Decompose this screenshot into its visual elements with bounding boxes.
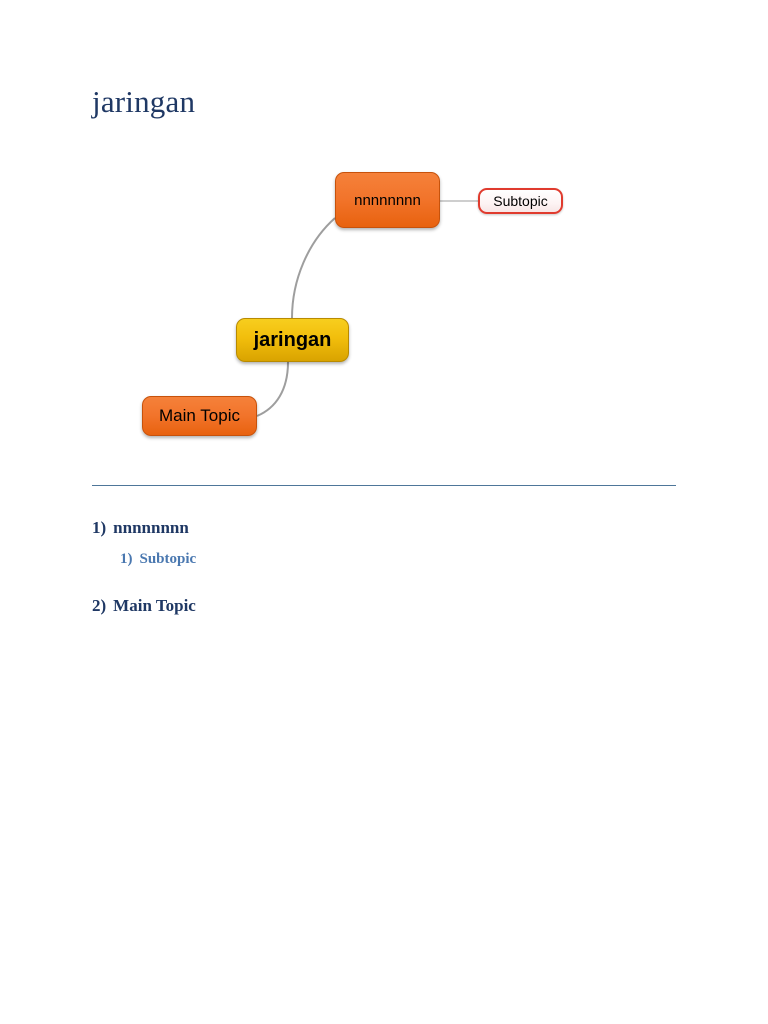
connector-jaringan-to-nnn	[291, 217, 336, 319]
horizontal-divider	[92, 485, 676, 486]
connector-jaringan-to-main-topic	[256, 361, 289, 417]
outline-item-subtopic: 1) Subtopic	[120, 551, 682, 568]
mindmap-node-main-topic[interactable]: Main Topic	[142, 396, 257, 436]
mindmap-node-jaringan-central[interactable]: jaringan	[236, 318, 349, 362]
mindmap-node-label: Main Topic	[159, 406, 240, 425]
outline-label: Subtopic	[139, 551, 197, 567]
outline-label: nnnnnnnn	[113, 518, 189, 537]
mindmap-node-nnnnnnnn[interactable]: nnnnnnnn	[335, 172, 440, 228]
outline-item-nnnnnnnn: 1) nnnnnnnn	[92, 518, 682, 538]
mindmap-connectors	[256, 200, 478, 417]
outline-label: Main Topic	[113, 596, 196, 615]
mindmap-node-label: jaringan	[253, 328, 332, 351]
page-title: jaringan	[92, 84, 196, 119]
outline-marker: 1)	[120, 551, 133, 567]
mindmap-diagram: nnnnnnnn Subtopic jaringan Main Topic	[130, 150, 590, 460]
outline-marker: 1)	[92, 518, 107, 537]
mindmap-node-subtopic[interactable]: Subtopic	[478, 188, 563, 214]
mindmap-node-label: nnnnnnnn	[354, 191, 421, 209]
mindmap-node-label: Subtopic	[493, 193, 548, 209]
outline-item-main-topic: 2) Main Topic	[92, 596, 682, 616]
outline-list: 1) nnnnnnnn 1) Subtopic 2) Main Topic	[92, 518, 682, 629]
outline-marker: 2)	[92, 596, 107, 615]
